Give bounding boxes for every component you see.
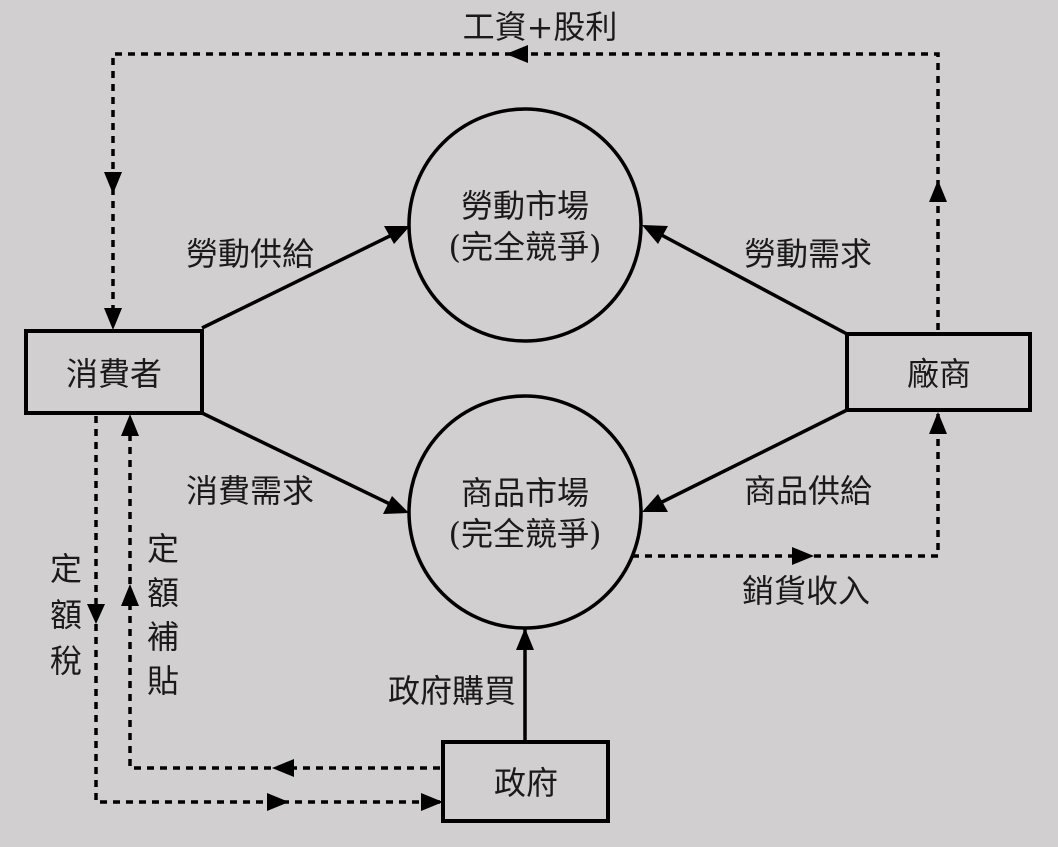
arrowhead-up-icon: [121, 584, 139, 606]
lump-sum-tax-line: [94, 416, 440, 804]
goods-market-label: 商品市場: [461, 474, 589, 512]
arrowhead-icon: [383, 496, 409, 514]
arrowhead-icon: [642, 494, 668, 512]
goods-market-circle: [407, 394, 643, 630]
arrowhead-right-icon: [267, 793, 289, 811]
consumption-demand-line: [201, 411, 397, 509]
arrowhead-up-icon: [929, 412, 947, 434]
sales-revenue-label: 銷貨收入: [742, 572, 870, 610]
consumption-demand-label: 消費需求: [186, 472, 314, 510]
node-government: 政府: [441, 740, 610, 823]
consumer-box: [24, 329, 204, 415]
goods-supply-label: 商品供給: [744, 472, 872, 510]
lump-sum-tax-char-2: 額: [50, 596, 82, 634]
labor-market-sublabel: (完全競爭): [449, 228, 602, 266]
labor-supply-line: [201, 230, 399, 330]
lump-sum-tax-char-3: 稅: [50, 642, 82, 680]
arrowhead-up-icon: [929, 180, 947, 202]
arrowhead-down-icon: [104, 172, 122, 194]
arrowhead-icon: [642, 225, 668, 244]
arrowhead-up-icon: [516, 628, 534, 650]
lump-sum-subsidy-char-3: 補: [147, 618, 179, 656]
labor-supply-label: 勞動供給: [186, 235, 314, 273]
flow-wages-profits: 工資+股利: [104, 8, 947, 330]
firm-box: [845, 332, 1032, 412]
arrowhead-down-icon: [87, 604, 105, 624]
wages-profits-label: 工資+股利: [463, 8, 618, 46]
arrowhead-right-icon: [421, 793, 443, 811]
arrowhead-up-icon: [121, 414, 139, 436]
labor-demand-label: 勞動需求: [744, 235, 872, 273]
flow-sales-revenue: 銷貨收入: [632, 412, 947, 610]
flow-government-purchase: 政府購買: [388, 628, 534, 742]
lump-sum-tax-char-1: 定: [50, 550, 82, 588]
goods-market-sublabel: (完全競爭): [449, 515, 602, 553]
arrowhead-left-icon: [506, 45, 528, 63]
lump-sum-subsidy-label: 定 額 補 貼: [147, 530, 179, 700]
lump-sum-subsidy-char-4: 貼: [147, 662, 179, 700]
goods-supply-line: [653, 408, 848, 508]
node-consumer: 消費者: [24, 329, 204, 415]
government-label: 政府: [494, 764, 558, 802]
flow-lump-sum-tax: 定 額 稅: [50, 416, 443, 811]
flow-goods-supply: 商品供給: [642, 408, 872, 512]
labor-market-circle: [407, 107, 643, 343]
lump-sum-subsidy-char-1: 定: [147, 530, 179, 568]
arrowhead-left-icon: [272, 759, 294, 777]
consumer-label: 消費者: [66, 355, 162, 393]
node-labor-market: 勞動市場 (完全競爭): [407, 107, 643, 343]
flow-labor-supply: 勞動供給: [186, 226, 410, 330]
arrowhead-right-icon: [792, 547, 814, 565]
arrowhead-icon: [384, 226, 410, 244]
flow-consumption-demand: 消費需求: [186, 411, 409, 514]
lump-sum-subsidy-char-2: 額: [147, 574, 179, 612]
labor-market-label: 勞動市場: [461, 187, 589, 225]
node-goods-market: 商品市場 (完全競爭): [407, 394, 643, 630]
firm-label: 廠商: [907, 355, 971, 393]
arrowhead-down-icon: [104, 308, 122, 330]
government-purchase-label: 政府購買: [388, 672, 516, 710]
lump-sum-tax-label: 定 額 稅: [50, 550, 82, 680]
flow-lump-sum-subsidy: 定 額 補 貼: [121, 414, 440, 777]
labor-demand-line: [653, 229, 848, 336]
sales-revenue-line: [632, 414, 940, 558]
flow-labor-demand: 勞動需求: [642, 225, 872, 336]
node-firm: 廠商: [845, 332, 1032, 412]
